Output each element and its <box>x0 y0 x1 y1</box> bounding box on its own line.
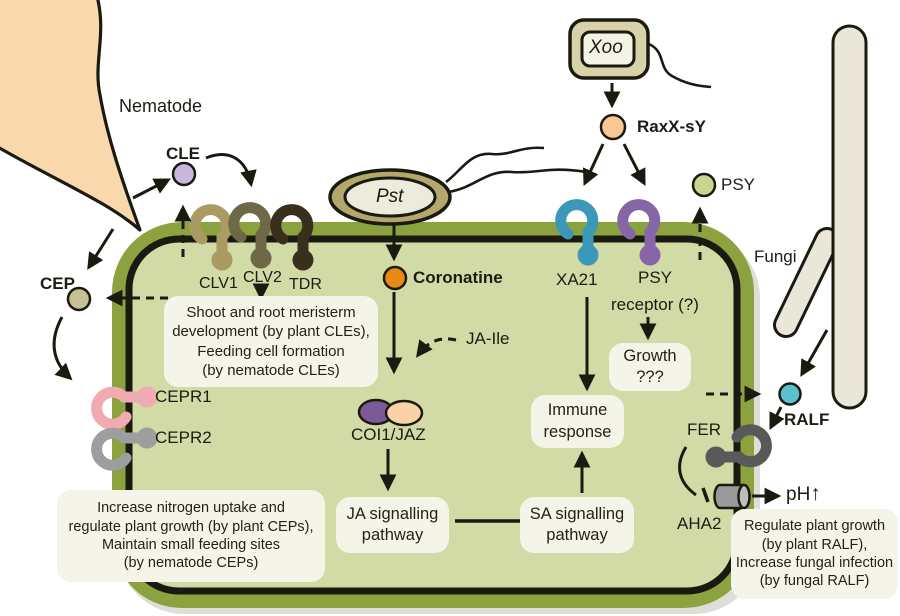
psy-receptor-label: PSY <box>638 268 673 287</box>
pst-flagellum-icon <box>447 168 587 194</box>
growth-line: ??? <box>636 368 664 386</box>
xa21-label: XA21 <box>556 270 598 289</box>
cep-effects-line: Maintain small feeding sites <box>101 537 281 553</box>
clv2-label: CLV2 <box>243 269 282 286</box>
arrow-raxx-to-psyrec <box>622 143 646 186</box>
inhibit-fer-to-aha2-line <box>678 446 697 497</box>
coi1-jaz-label: COI1/JAZ <box>351 425 426 444</box>
arrow-cep-to-cepr <box>52 316 73 381</box>
xoo-label: Xoo <box>589 37 623 58</box>
raxx-sy-label: RaxX-sY <box>637 117 706 136</box>
immune-response-line: Immune <box>547 401 608 420</box>
fungal-hypha <box>831 24 868 410</box>
arrow-nematode-to-cep <box>87 228 115 270</box>
fer-label: FER <box>687 420 721 439</box>
pst-flagellum-icon <box>445 146 545 184</box>
fungi-label: Fungi <box>754 247 797 266</box>
inhibit-fer-to-aha2-bar <box>701 487 710 503</box>
psy-ligand-circle <box>691 172 717 198</box>
ralf-effects-line: (by fungal RALF) <box>759 573 870 590</box>
dashed-arrow-jaile-to-coi1 <box>415 337 457 358</box>
cle-label: CLE <box>166 144 200 163</box>
nematode-label: Nematode <box>119 96 203 116</box>
ph-text: pH <box>786 484 811 505</box>
ralf-label: RALF <box>784 410 830 429</box>
clv1-label: CLV1 <box>199 275 238 292</box>
growth-box: Growth ??? <box>609 343 691 391</box>
cep-ligand-circle <box>66 286 92 312</box>
jaz-ellipse <box>384 399 424 427</box>
ralf-effects-line: (by plant RALF), <box>761 536 868 553</box>
ralf-effects-line: Regulate plant growth <box>743 518 886 535</box>
solid-arrows <box>52 83 829 505</box>
cep-effects-line: Increase nitrogen uptake and <box>97 500 285 517</box>
cep-effects-line: (by nematode CEPs) <box>123 555 259 572</box>
pst-label: Pst <box>376 186 404 207</box>
cle-ligand-circle <box>171 161 197 187</box>
cepr2-label: CEPR2 <box>155 428 212 447</box>
nematode-body <box>0 0 142 232</box>
ralf-ligand-circle <box>778 382 802 406</box>
ralf-effects-box: Regulate plant growth (by plant RALF), I… <box>731 509 898 599</box>
aha2-label: AHA2 <box>677 514 722 533</box>
ja-pathway-box: JA signalling pathway <box>336 497 449 553</box>
aha2-pump-cap <box>737 483 751 510</box>
cle-effects-line: (by nematode CLEs) <box>202 361 340 379</box>
sa-pathway-line: pathway <box>546 526 608 544</box>
psy-receptor-q-label: receptor (?) <box>611 295 699 314</box>
psy-ligand-label: PSY <box>721 175 756 194</box>
cle-effects-line: Shoot and root meristerm <box>186 304 356 322</box>
sa-pathway-line: SA signalling <box>529 504 625 523</box>
fungal-branch <box>776 230 837 335</box>
cep-effects-line: regulate plant growth (by plant CEPs), <box>68 518 314 535</box>
ph-up-arrow-icon: ↑ <box>810 482 821 505</box>
cep-label: CEP <box>40 274 75 293</box>
cep-effects-box: Increase nitrogen uptake and regulate pl… <box>57 490 325 582</box>
pst-bacterium-inner <box>343 176 437 218</box>
tdr-label: TDR <box>289 276 322 293</box>
cepr1-label: CEPR1 <box>155 387 212 406</box>
ja-pathway-line: pathway <box>361 526 424 544</box>
raxx-ligand-circle <box>599 113 627 141</box>
coronatine-ligand-circle <box>382 265 408 291</box>
dashed-arrows <box>105 204 762 403</box>
cle-effects-box: Shoot and root meristerm development (by… <box>164 296 378 387</box>
immune-response-line: response <box>543 422 612 441</box>
arrow-ralf-to-fer <box>769 406 785 431</box>
cle-effects-line: development (by plant CLEs), <box>172 323 370 341</box>
ph-label: pH↑ <box>786 482 821 505</box>
immune-response-box: Immune response <box>531 395 624 448</box>
ja-pathway-line: JA signalling <box>346 504 439 523</box>
growth-line: Growth <box>623 346 677 365</box>
arrow-fungi-to-ralf <box>800 329 829 377</box>
arrow-cle-to-receptors <box>205 153 257 188</box>
arrow-nematode-to-cle <box>132 178 171 200</box>
sa-pathway-box: SA signalling pathway <box>520 497 634 553</box>
xoo-flagellum-icon <box>648 42 712 89</box>
arrow-raxx-to-xa21 <box>583 143 605 187</box>
cle-effects-line: Feeding cell formation <box>197 342 345 360</box>
xoo-bacterium-inner <box>580 30 636 68</box>
coronatine-label: Coronatine <box>413 268 503 287</box>
ralf-effects-line: Increase fungal infection <box>735 555 894 571</box>
ja-ile-label: JA-Ile <box>466 329 510 348</box>
